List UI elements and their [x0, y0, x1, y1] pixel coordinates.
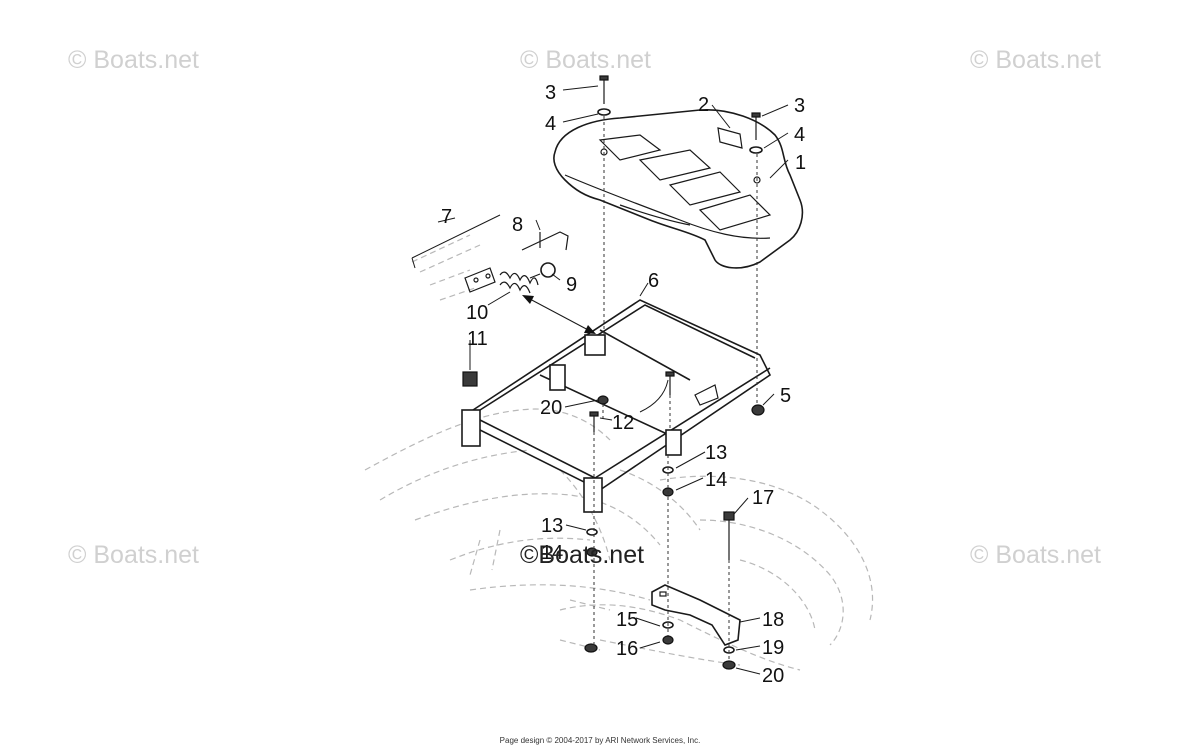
callout-8: 8 [512, 214, 523, 236]
callout-10: 10 [466, 302, 488, 324]
callout-13: 13 [705, 442, 727, 464]
bolt [589, 411, 599, 432]
nut [722, 660, 736, 670]
callout-4: 4 [545, 113, 556, 135]
bolt [665, 371, 675, 395]
rack-top [553, 109, 804, 269]
watermark: © Boats.net [520, 46, 651, 74]
callout-14: 14 [705, 469, 727, 491]
watermark: © Boats.net [68, 46, 199, 74]
callout-15: 15 [616, 609, 638, 631]
nut [597, 395, 609, 405]
callout-3: 3 [545, 82, 556, 104]
watermark-center: ©Boats.net [520, 541, 645, 569]
spring [499, 271, 539, 294]
end-cap [462, 371, 478, 387]
callout-17: 17 [752, 487, 774, 509]
callout-19: 19 [762, 637, 784, 659]
washer [597, 108, 611, 116]
latch-assembly [411, 214, 501, 293]
bolt [599, 75, 609, 104]
leader-lines [437, 85, 789, 675]
watermark: © Boats.net [970, 46, 1101, 74]
rack-frame [461, 299, 772, 513]
mounting-bracket [651, 584, 741, 646]
footer-copyright: Page design © 2004-2017 by ARI Network S… [499, 736, 701, 745]
callout-11: 11 [467, 328, 488, 350]
callout-13: 13 [541, 515, 563, 537]
callout-20: 20 [540, 397, 562, 419]
washer [586, 528, 598, 536]
callout-18: 18 [762, 609, 784, 631]
callout-4: 4 [794, 124, 805, 146]
latch-pin [521, 231, 569, 251]
callout-labels: 1 2 3 3 4 4 5 6 7 8 9 10 11 12 13 13 14 … [441, 82, 806, 687]
bolt [723, 511, 735, 560]
watermark: © Boats.net [68, 541, 199, 569]
watermark: © Boats.net [970, 541, 1101, 569]
callout-14: 14 [541, 542, 563, 564]
assembly-lines [593, 116, 758, 662]
bolt [751, 112, 761, 140]
callout-16: 16 [616, 638, 638, 660]
nut [662, 635, 674, 645]
callout-20: 20 [762, 665, 784, 687]
nut [584, 643, 598, 653]
callout-7: 7 [441, 206, 452, 228]
callout-5: 5 [780, 385, 791, 407]
nut [751, 404, 765, 416]
callout-2: 2 [698, 94, 709, 116]
callout-6: 6 [648, 270, 659, 292]
callout-3: 3 [794, 95, 805, 117]
callout-9: 9 [566, 274, 577, 296]
decal [711, 104, 743, 149]
callout-12: 12 [612, 412, 634, 434]
knob [529, 262, 556, 279]
assembly-arrow [522, 295, 596, 334]
vehicle-ghost-outline [364, 234, 874, 671]
callout-1: 1 [795, 152, 806, 174]
washer [749, 146, 763, 154]
